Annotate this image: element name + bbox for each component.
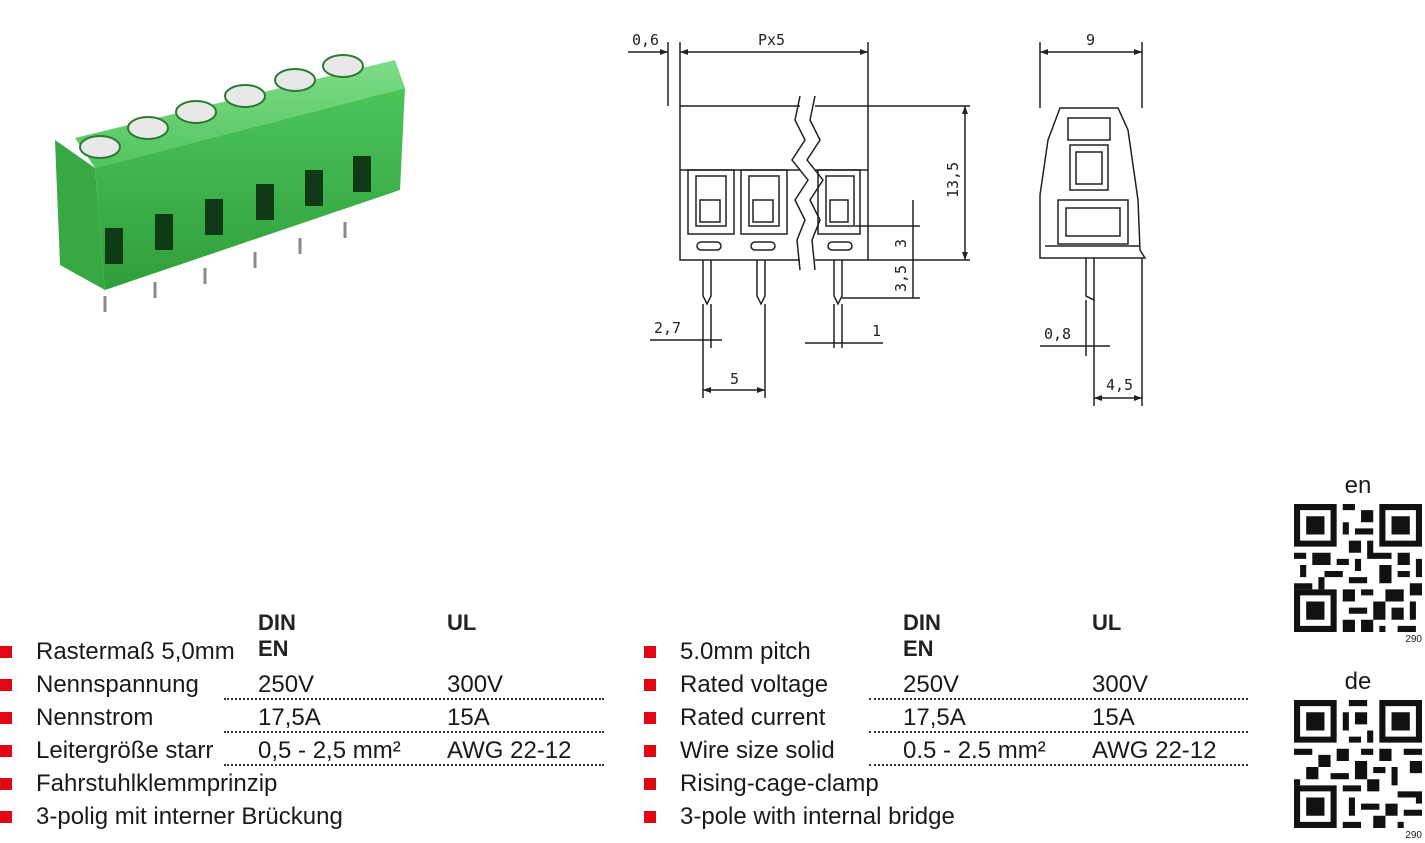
spec-value-ul: 300V: [447, 671, 504, 698]
spec-label: Nennstrom: [36, 704, 154, 731]
spec-row: Nennstrom 17,5A 15A: [0, 704, 620, 737]
spec-value-din: 250V: [903, 671, 960, 698]
dim-9: 9: [1086, 31, 1095, 49]
dim-1: 1: [872, 322, 881, 340]
dim-13-5: 13,5: [944, 162, 962, 198]
spec-value-ul: 300V: [1092, 671, 1149, 698]
bullet-icon: [0, 778, 12, 790]
qr-lang-label: en: [1344, 472, 1372, 499]
bullet-icon: [0, 745, 12, 757]
spec-label: Rising-cage-clamp: [680, 770, 879, 797]
dot-leader: [224, 698, 604, 700]
spec-label: Fahrstuhlklemmprinzip: [36, 770, 278, 797]
spec-row: Rated voltage 250V 300V: [644, 671, 1264, 704]
dim-3: 3: [892, 239, 910, 248]
col-header-ul: UL: [1092, 610, 1122, 635]
dot-leader: [869, 764, 1248, 766]
bullet-icon: [0, 811, 12, 823]
col-header-din-en: DIN EN: [903, 610, 941, 661]
spec-row: Nennspannung 250V 300V: [0, 671, 620, 704]
bullet-icon: [0, 679, 12, 691]
spec-label: Rated voltage: [680, 671, 829, 698]
qr-code-number: 290: [1405, 634, 1422, 645]
bullet-icon: [0, 712, 12, 724]
dim-3-5: 3,5: [892, 265, 910, 292]
spec-row: Rastermaß 5,0mm: [0, 638, 620, 671]
spec-row: 5.0mm pitch: [644, 638, 1264, 671]
bullet-icon: [644, 646, 656, 658]
spec-value-din: 0.5 - 2.5 mm²: [903, 737, 1046, 764]
spec-value-din: 250V: [258, 671, 315, 698]
qr-en[interactable]: en 290: [1292, 472, 1424, 650]
spec-label: Rastermaß 5,0mm: [36, 638, 235, 665]
dim-0-6: 0,6: [632, 31, 659, 49]
spec-value-ul: 15A: [447, 704, 490, 731]
spec-row: Leitergröße starr 0,5 - 2,5 mm² AWG 22-1…: [0, 737, 620, 770]
bullet-icon: [644, 811, 656, 823]
bullet-icon: [644, 679, 656, 691]
dot-leader: [224, 764, 604, 766]
spec-label: 3-pole with internal bridge: [680, 803, 955, 830]
spec-row: Fahrstuhlklemmprinzip: [0, 770, 620, 803]
spec-label: Rated current: [680, 704, 826, 731]
spec-value-ul: 15A: [1092, 704, 1135, 731]
spec-row: Rated current 17,5A 15A: [644, 704, 1264, 737]
spec-row: 3-pole with internal bridge: [644, 803, 1264, 836]
dim-px5: Px5: [758, 31, 785, 49]
qr-code-number: 290: [1405, 830, 1422, 841]
spec-row: Rising-cage-clamp: [644, 770, 1264, 803]
product-photo: [55, 54, 405, 312]
spec-row: Wire size solid 0.5 - 2.5 mm² AWG 22-12: [644, 737, 1264, 770]
qr-lang-label: de: [1344, 668, 1372, 695]
dot-leader: [869, 698, 1248, 700]
spec-value-din: 17,5A: [903, 704, 966, 731]
spec-value-din: 17,5A: [258, 704, 321, 731]
spec-label: 5.0mm pitch: [680, 638, 811, 665]
spec-label: Nennspannung: [36, 671, 199, 698]
spec-row: 3-polig mit interner Brückung: [0, 803, 620, 836]
technical-drawing: 0,6 Px5 9 13,5 3 3,5 2,7 1 5 0,8 4,5: [628, 31, 1147, 406]
spec-value-din: 0,5 - 2,5 mm²: [258, 737, 401, 764]
qr-code-icon: [1294, 700, 1422, 828]
spec-value-ul: AWG 22-12: [447, 737, 572, 764]
qr-code-icon: [1294, 504, 1422, 632]
spec-label: 3-polig mit interner Brückung: [36, 803, 343, 830]
spec-label: Wire size solid: [680, 737, 835, 764]
spec-value-ul: AWG 22-12: [1092, 737, 1217, 764]
bullet-icon: [644, 778, 656, 790]
dim-4-5: 4,5: [1106, 376, 1133, 394]
dim-5: 5: [730, 370, 739, 388]
bullet-icon: [644, 712, 656, 724]
col-header-din-en: DIN EN: [258, 610, 296, 661]
dot-leader: [869, 731, 1248, 733]
dim-0-8: 0,8: [1044, 325, 1071, 343]
dot-leader: [224, 731, 604, 733]
bullet-icon: [644, 745, 656, 757]
bullet-icon: [0, 646, 12, 658]
dim-2-7: 2,7: [654, 319, 681, 337]
col-header-ul: UL: [447, 610, 477, 635]
qr-de[interactable]: de 290: [1292, 668, 1424, 843]
spec-label: Leitergröße starr: [36, 737, 214, 764]
